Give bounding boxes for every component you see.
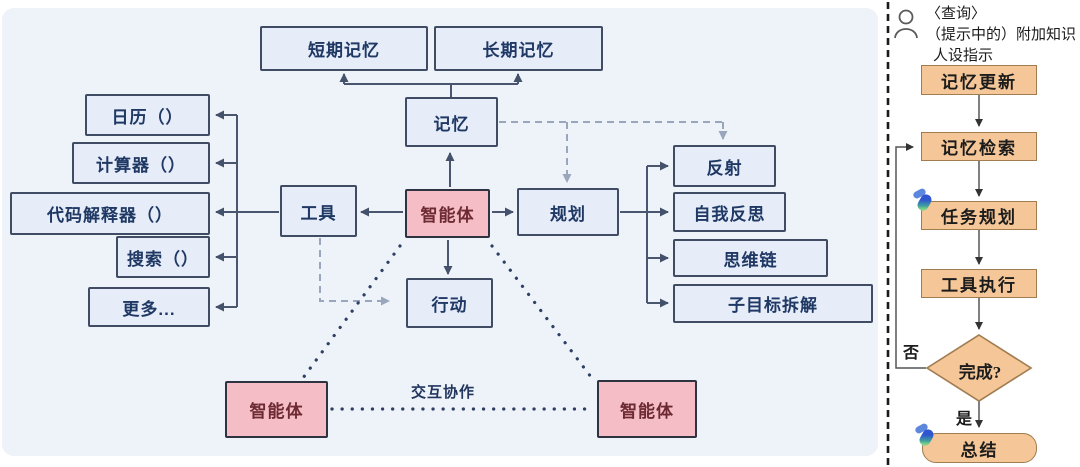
node-short-term-memory: 短期记忆 bbox=[260, 26, 428, 71]
collaboration-label: 交互协作 bbox=[411, 384, 476, 401]
flowchart-header-line2: （提示中的）附加知识 bbox=[926, 27, 1077, 43]
step-memory-retrieval: 记忆检索 bbox=[921, 132, 1037, 161]
node-tools: 工具 bbox=[280, 185, 357, 237]
decision-diamond bbox=[925, 334, 1033, 402]
node-self-reflection: 自我反思 bbox=[673, 192, 786, 232]
node-search-tool: 搜索（） bbox=[116, 236, 210, 278]
branch-yes-label: 是 bbox=[956, 411, 973, 428]
person-icon bbox=[894, 9, 918, 39]
step-memory-update: 记忆更新 bbox=[921, 65, 1037, 95]
flowchart-header-line1: 〈查询〉 bbox=[926, 6, 987, 22]
node-agent-bottom-right: 智能体 bbox=[597, 380, 697, 438]
node-memory: 记忆 bbox=[405, 97, 498, 147]
node-subgoal-decomposition: 子目标拆解 bbox=[673, 284, 873, 323]
node-calendar-tool: 日历（） bbox=[85, 94, 210, 136]
solid-connectors bbox=[215, 73, 669, 312]
brush-stroke-icon bbox=[911, 188, 938, 221]
brush-stroke-icon bbox=[913, 423, 940, 456]
node-action: 行动 bbox=[406, 278, 493, 328]
node-agent-bottom-left: 智能体 bbox=[225, 381, 328, 438]
node-agent-center: 智能体 bbox=[405, 189, 490, 238]
node-code-interpreter-tool: 代码解释器（） bbox=[10, 192, 210, 235]
node-reflection: 反射 bbox=[673, 145, 776, 187]
decision-label: 完成? bbox=[958, 363, 1002, 382]
node-chain-of-thought: 思维链 bbox=[673, 239, 828, 277]
node-long-term-memory: 长期记忆 bbox=[434, 26, 603, 71]
dotted-connectors bbox=[301, 244, 596, 411]
flowchart-header: 〈查询〉 （提示中的）附加知识 人设指示 bbox=[926, 4, 1078, 67]
step-tool-execution: 工具执行 bbox=[921, 269, 1037, 298]
dashed-connectors bbox=[319, 121, 728, 306]
node-planning: 规划 bbox=[517, 188, 619, 236]
branch-no-label: 否 bbox=[903, 345, 920, 362]
flowchart-header-line3: 人设指示 bbox=[933, 48, 994, 64]
node-calculator-tool: 计算器（） bbox=[72, 142, 210, 184]
node-more-tools: 更多... bbox=[88, 287, 210, 327]
flowchart-connectors bbox=[895, 95, 983, 428]
step-summary: 总结 bbox=[922, 433, 1037, 463]
step-task-planning: 任务规划 bbox=[921, 201, 1037, 230]
